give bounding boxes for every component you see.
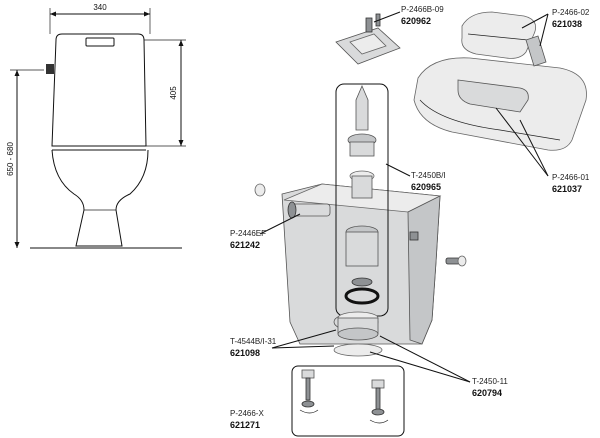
part-number: 621271 — [230, 420, 260, 430]
screws-highlight-box — [291, 365, 405, 437]
cistern-exploded-view — [254, 11, 587, 437]
side-bolt-part — [445, 255, 467, 267]
part-number: 620965 — [411, 182, 441, 192]
part-number: 620962 — [401, 16, 431, 26]
part-label-fixing-screws: P-2466-X 621271 — [230, 409, 264, 430]
part-label-seal-rings: T-4544B/I-31 621098 — [230, 337, 277, 358]
side-valve-part — [254, 183, 331, 219]
part-number: 621037 — [552, 184, 582, 194]
part-code: T-2450B/I — [411, 171, 446, 180]
part-code: P-2466B-09 — [401, 5, 444, 14]
part-code: P-2466-X — [230, 409, 264, 418]
part-code: T-2450-11 — [472, 377, 508, 386]
part-label-bracket: P-2466B-09 620962 — [401, 5, 444, 26]
fill-valve-part — [344, 84, 380, 305]
part-label-lid: P-2466-01 621037 — [552, 173, 590, 194]
part-code: P-2466-01 — [552, 173, 590, 182]
part-label-button-cover: P-2466-02 621038 — [552, 8, 590, 29]
dim-width-label: 340 — [93, 3, 107, 12]
seal-rings-part — [333, 311, 383, 357]
part-label-side-valve: P-2446EF 621242 — [230, 229, 266, 250]
part-number: 621098 — [230, 348, 260, 358]
toilet-outline-drawing: 340 405 650 - 680 — [6, 3, 186, 249]
part-number: 620794 — [472, 388, 502, 398]
dim-total-height-label: 650 - 680 — [6, 142, 15, 176]
button-cover-part — [461, 11, 547, 67]
part-code: P-2446EF — [230, 229, 266, 238]
part-code: P-2466-02 — [552, 8, 590, 17]
part-label-fill-valve: T-2450B/I 620965 — [411, 171, 446, 192]
cistern-lid-part — [413, 57, 587, 151]
button-bracket-part — [335, 13, 401, 65]
fixing-screws-part — [299, 369, 389, 424]
dim-tank-height-label: 405 — [169, 86, 178, 100]
part-label-flush-seal: T-2450-11 620794 — [472, 377, 508, 398]
part-code: T-4544B/I-31 — [230, 337, 277, 346]
part-number: 621242 — [230, 240, 260, 250]
part-number: 621038 — [552, 19, 582, 29]
